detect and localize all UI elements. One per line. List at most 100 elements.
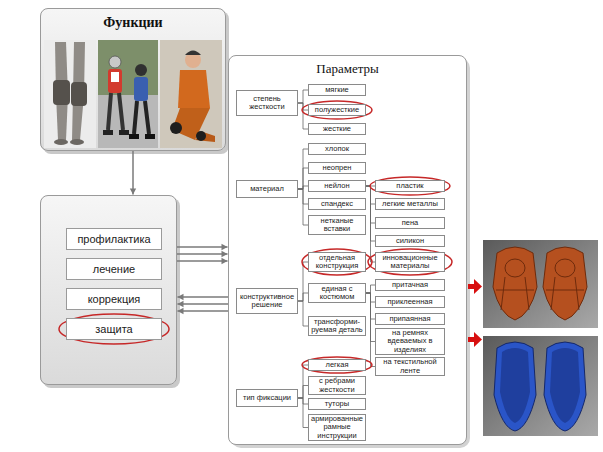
flow-arrow [178, 301, 229, 307]
box-label: нетканые вставки [311, 217, 363, 234]
tree-line [298, 189, 308, 225]
box-label: спандекс [321, 200, 353, 208]
connector-line [178, 296, 229, 298]
skate [103, 130, 113, 135]
arrow-head [178, 294, 184, 300]
knee-pad [543, 247, 587, 320]
body [134, 77, 148, 101]
red-arrow [468, 284, 474, 289]
connector-line [298, 168, 308, 189]
legs [108, 93, 123, 130]
category-box: степень жесткости [236, 90, 298, 116]
option-box: хлопок [308, 143, 366, 155]
skate [129, 134, 139, 139]
function-panel: Функции [40, 8, 226, 151]
option-box: армированные рамные инструкции [308, 414, 366, 441]
option-box: мягкие [308, 84, 366, 96]
function-list-panel: профилактика лечение коррекция защита [40, 195, 177, 385]
tree-line [298, 365, 308, 398]
option-box: силикон [375, 235, 445, 247]
highlight-ellipse [59, 314, 169, 344]
connector-line [298, 189, 308, 225]
tree-line [298, 168, 308, 189]
option-box: единая с костюмом [308, 283, 366, 303]
tree-line [298, 386, 308, 399]
function-box: лечение [66, 258, 162, 280]
box-label: пена [402, 219, 419, 227]
pad-segment [555, 259, 575, 277]
connector-line [298, 365, 308, 398]
flow-arrow [177, 244, 228, 250]
option-box: неопрен [308, 162, 366, 174]
option-box: притачная [375, 279, 445, 291]
body [108, 69, 122, 93]
knee-brace [53, 80, 70, 105]
connector-line [298, 386, 308, 399]
box-label: жесткие [323, 125, 351, 133]
option-box: приклеенная [375, 296, 445, 308]
box-label: армированные рамные инструкции [311, 415, 363, 440]
pad-segment [496, 277, 534, 310]
helmet [109, 56, 121, 68]
knee-pad [493, 247, 537, 320]
option-box: жесткие [308, 123, 366, 135]
flow-arrow [178, 294, 229, 300]
panel-title: Параметры [229, 61, 466, 77]
tree-line [298, 301, 308, 326]
photo-ground [483, 336, 598, 436]
option-box: нейлон [308, 180, 366, 192]
option-box: спандекс [308, 198, 366, 210]
connector-line [177, 253, 228, 255]
arrow-head [130, 189, 136, 195]
photo-ground [483, 240, 598, 328]
panel-title: Функции [41, 15, 225, 31]
box-label: хлопок [325, 145, 349, 153]
tree-line [298, 293, 308, 301]
option-box: легкая [308, 359, 366, 371]
box-label: на текстильной ленте [378, 358, 442, 375]
panel-fill [40, 8, 226, 151]
box-label: материал [250, 185, 284, 193]
option-box: инновационные материалы [375, 252, 445, 272]
photo-ground [44, 40, 96, 148]
function-box: профилактика [66, 228, 162, 250]
pad-segment [500, 348, 530, 423]
box-label: коррекция [88, 293, 141, 306]
category-box: конструктивное решение [236, 288, 298, 314]
box-label: полужесткие [315, 106, 359, 114]
function-box: защита [66, 318, 162, 340]
flow-arrow [178, 308, 229, 314]
box-label: туторы [325, 400, 349, 408]
panel-fill [40, 195, 177, 385]
photo-ground [160, 40, 222, 148]
knee-pad [196, 131, 206, 141]
pad-segment [546, 277, 584, 310]
skate [145, 134, 155, 139]
arrow-head [222, 244, 228, 250]
pad-segment [550, 348, 580, 423]
box-label: трансформи-руемая деталь [311, 318, 363, 335]
highlight-ellipse [370, 177, 450, 195]
parameter-panel: Параметры степень жесткости мягкие полужест… [228, 55, 467, 445]
helmet [185, 51, 201, 56]
tree-line [298, 186, 308, 189]
option-box: на ремнях вдеваемых в изделиях [375, 328, 445, 355]
tree-line [298, 90, 308, 103]
option-box: с ребрами жесткости [308, 376, 366, 395]
box-label: припаянная [389, 315, 430, 323]
box-label: защита [95, 323, 132, 336]
option-box: туторы [308, 398, 366, 410]
arrow-head [178, 301, 184, 307]
function-box: коррекция [66, 288, 162, 310]
box-label: с ребрами жесткости [311, 377, 363, 394]
highlight-ellipse [302, 101, 372, 119]
box-label: конструктивное решение [239, 293, 295, 310]
option-box: полужесткие [308, 104, 366, 116]
box-label: отдельная конструкция [311, 254, 363, 271]
connector-line [366, 285, 375, 293]
legs [134, 101, 149, 134]
suit [178, 70, 210, 108]
box-label: силикон [396, 237, 424, 245]
connector-line [178, 310, 229, 312]
